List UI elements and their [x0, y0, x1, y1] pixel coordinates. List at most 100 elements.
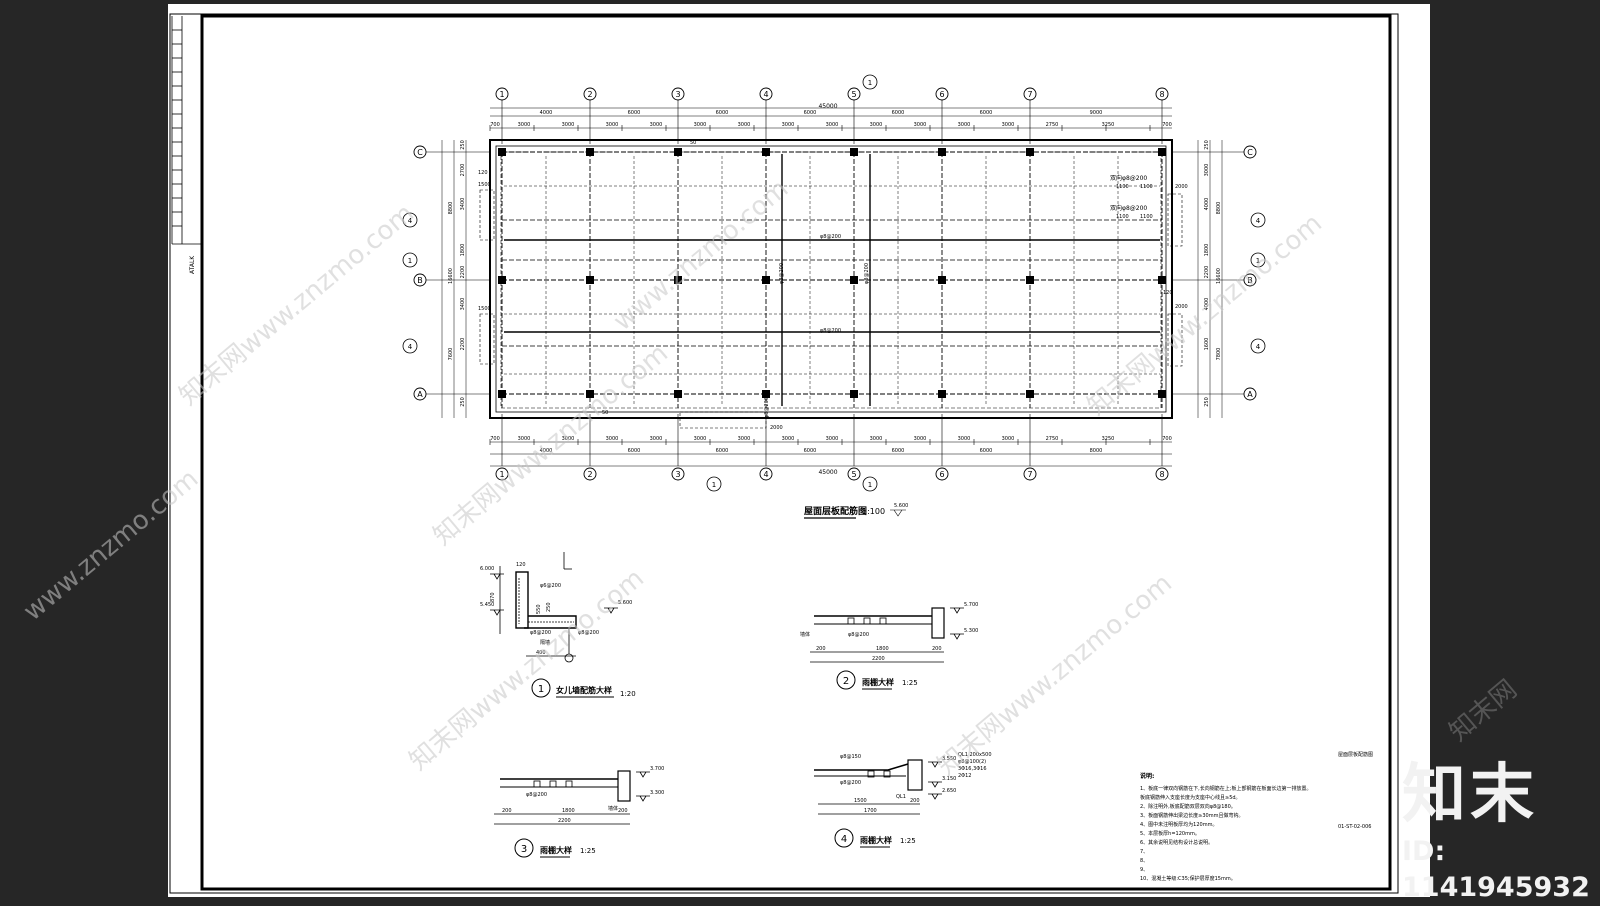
detail-1-bar-3: φ8@200 [578, 630, 599, 636]
axis-bubble-letter: C [417, 148, 423, 157]
small-dim-1: 1500 [478, 182, 491, 188]
top-dim-minor: 3250 [1102, 122, 1115, 128]
column-mark [1026, 390, 1034, 398]
top-dim-major: 6000 [628, 110, 641, 116]
column-mark [498, 148, 506, 156]
sheet-title: 屋面层板配筋图 [1338, 751, 1373, 758]
canopy-outlines [479, 189, 1183, 429]
section-axis-bubble [706, 476, 722, 492]
sub-axis-label: 4 [1256, 343, 1261, 351]
column-mark [1026, 276, 1034, 284]
bottom-dim-major: 6000 [804, 448, 817, 454]
sheet-number: 01-ST-02-006 [1338, 824, 1371, 830]
column-mark [498, 390, 506, 398]
notes-list: 1、板底一律双向钢筋在下,长向钢筋在上;板上部钢筋在板面长边第一排放置。 板底钢… [1140, 785, 1311, 882]
plan-scale: 1:100 [862, 507, 885, 516]
axis-bubble-number: 6 [939, 470, 944, 479]
detail-2-label: 墙体 [800, 631, 810, 638]
axis-bubble-number: 2 [587, 470, 592, 479]
sub-axis-label: 4 [408, 217, 413, 225]
sheet-border-inner [200, 14, 1392, 891]
axis-bubble-number: 3 [675, 470, 680, 479]
axis-bubble [413, 145, 427, 159]
left-dim: 2200 [460, 338, 466, 351]
detail-1-no: 1 [538, 684, 544, 695]
axis-bubble-number: 1 [499, 90, 504, 99]
top-dim-minor: 700 [1162, 122, 1172, 128]
column-mark [674, 276, 682, 284]
small-dim-9: 2000 [770, 425, 783, 431]
rebar-span-3: 1100 [1116, 214, 1129, 220]
bottom-dim-minor: 700 [1162, 436, 1172, 442]
axis-bubble-letter: C [1247, 148, 1253, 157]
bottom-dim-minor: 3000 [958, 436, 971, 442]
detail-4-level-3: 2.650 [942, 788, 956, 794]
detail-4-no: 4 [841, 834, 847, 845]
detail-3-label: 墙体 [608, 805, 618, 812]
detail-3-dim-4: 200 [618, 808, 628, 814]
rebar-label-3: φ8@200 [779, 263, 785, 284]
top-dim-major: 4000 [540, 110, 553, 116]
top-dim-minor: 3000 [694, 122, 707, 128]
axis-bubble-number: 6 [939, 90, 944, 99]
left-dim: 1800 [460, 244, 466, 257]
axis-bubble [1155, 467, 1169, 481]
axis-bubble-letter: B [417, 276, 423, 285]
detail-1-dim-2: 870 [490, 592, 496, 602]
detail-1-bar-2: φ8@200 [530, 630, 551, 636]
detail-4-bar-1: φ8@150 [840, 754, 861, 760]
axis-bubble [671, 87, 685, 101]
detail-4-bar-2: φ8@200 [840, 780, 861, 786]
axis-bubble [495, 87, 509, 101]
axis-bubble [1243, 145, 1257, 159]
axis-bubble-number: 3 [675, 90, 680, 99]
bottom-dim-minor: 3000 [914, 436, 927, 442]
overall-length-bottom: 45000 [818, 469, 837, 476]
rebar-span-2: 1100 [1140, 184, 1153, 190]
detail-4-label: QL1 [896, 794, 906, 800]
notes-heading: 说明: [1140, 772, 1154, 780]
detail-3-dim-3: 2200 [558, 818, 571, 824]
sub-axis-label: 4 [1256, 217, 1261, 225]
column-mark [762, 390, 770, 398]
axis-bubble-number: 1 [499, 470, 504, 479]
axis-bubble [1243, 273, 1257, 287]
brand-name: 知末 [1402, 758, 1538, 832]
right-dim: 3000 [1204, 164, 1210, 177]
note-line: 10、混凝土等级:C35;保护层厚度15mm。 [1140, 875, 1236, 882]
axis-bubble-letter: B [1247, 276, 1253, 285]
axis-bubble [759, 467, 773, 481]
note-line: 1、板底一律双向钢筋在下,长向钢筋在上;板上部钢筋在板面长边第一排放置。 [1140, 785, 1311, 792]
bottom-dim-minor: 3000 [782, 436, 795, 442]
rebar-label-4: φ8@200 [864, 263, 870, 284]
column-mark [850, 276, 858, 284]
left-title-strip [171, 16, 202, 245]
top-dim-minor: 3000 [1002, 122, 1015, 128]
note-line: 3、板面钢筋伸出梁边长度≥30mm且做弯钩。 [1140, 812, 1243, 819]
bottom-dim-minor: 3000 [606, 436, 619, 442]
rebar-note-1: 双向φ8@200 [1110, 174, 1147, 182]
axis-bubble-letter: A [1247, 390, 1253, 399]
detail-4-scale: 1:25 [900, 837, 916, 845]
detail-2-level-1: 5.700 [964, 602, 978, 608]
left-dim: 250 [460, 397, 466, 407]
detail-1-scale: 1:20 [620, 690, 636, 698]
sub-axis-bubble [1250, 252, 1266, 268]
top-dim-major: 6000 [804, 110, 817, 116]
elevation-mark-plan [890, 509, 906, 517]
column-mark [674, 148, 682, 156]
right-dim: 2200 [1204, 266, 1210, 279]
section-axis-bubble [862, 74, 878, 90]
top-dim-minor: 3000 [914, 122, 927, 128]
detail-1-level-3: 5.600 [618, 600, 632, 606]
axis-bubble [759, 87, 773, 101]
sub-axis-label: 1 [408, 257, 412, 265]
bottom-dim-minor: 3000 [650, 436, 663, 442]
bottom-dim-major: 6000 [980, 448, 993, 454]
rebar-label-5: φ8@200 [764, 397, 770, 418]
column-mark [850, 148, 858, 156]
column-mark [1158, 390, 1166, 398]
detail-2-dim-4: 200 [932, 646, 942, 652]
